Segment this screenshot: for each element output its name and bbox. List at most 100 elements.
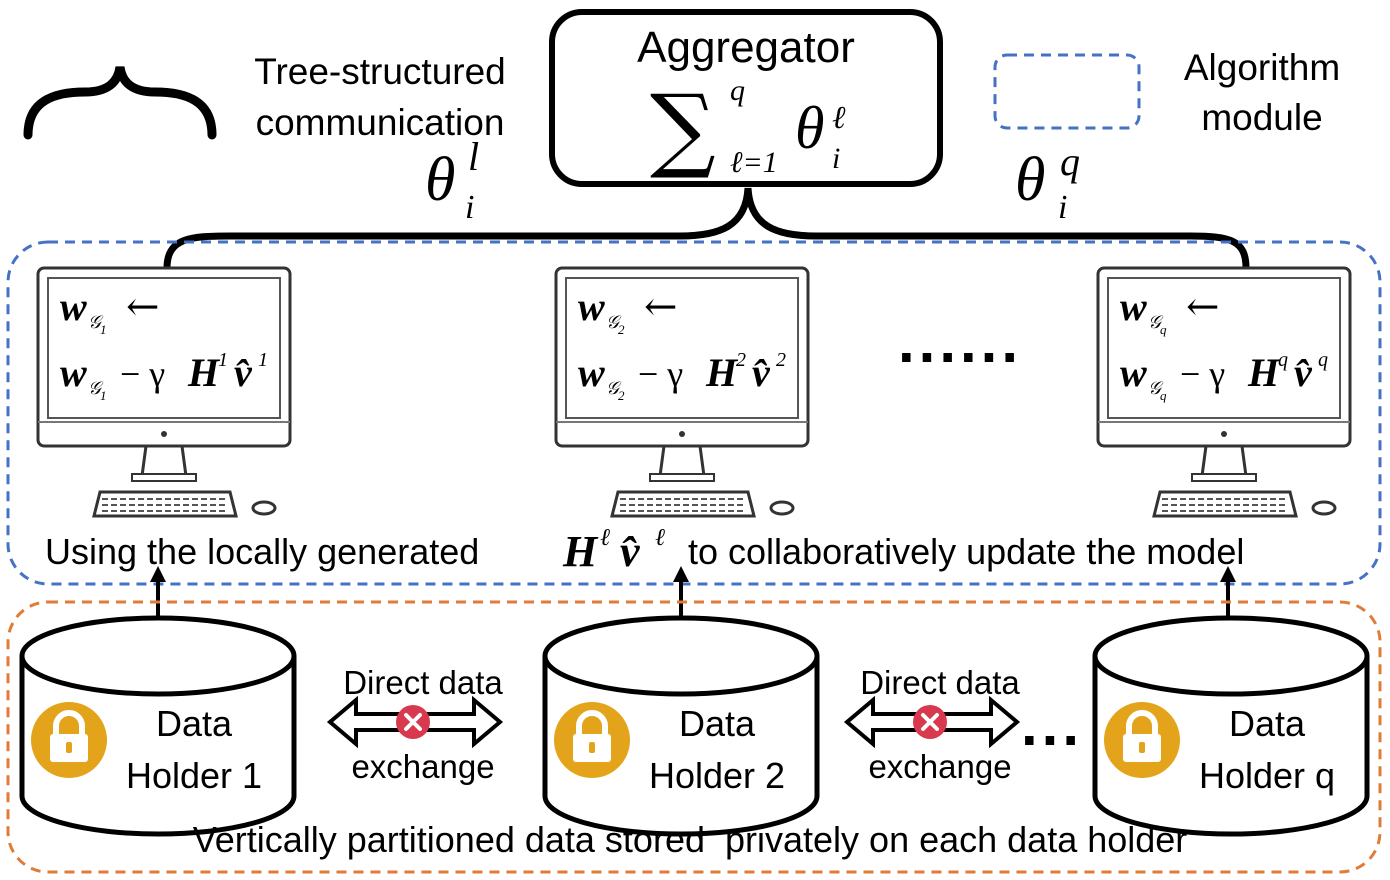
- rule-v-sup: 2: [776, 349, 786, 371]
- exchange-label-line2: exchange: [868, 748, 1011, 785]
- rule-group-index: 1: [100, 322, 107, 337]
- exchange-label-line1: Direct data: [860, 664, 1020, 701]
- cylinder-body: [1092, 656, 1370, 837]
- edge-label-right-sub: i: [1058, 189, 1067, 226]
- rule-group: 𝒢: [1148, 378, 1164, 398]
- brace-icon: [23, 66, 217, 140]
- rule-minus-gamma: − γ: [120, 354, 165, 394]
- monitor-screen: [47, 277, 281, 419]
- holder-label-line2: Holder 1: [126, 755, 262, 796]
- rule-group-index: 2: [618, 388, 625, 403]
- rule-group: 𝒢: [606, 378, 622, 398]
- cylinder-body: [19, 656, 297, 837]
- edge-label-right-theta: θ: [1015, 146, 1045, 214]
- holder-label-line2: Holder q: [1199, 755, 1335, 796]
- rule-H-sup: 1: [218, 349, 228, 371]
- holders-ellipsis: ...: [1021, 691, 1083, 758]
- aggregator-title: Aggregator: [637, 23, 855, 72]
- rule-group: 𝒢: [88, 312, 104, 332]
- keyboard-icon: [1152, 490, 1298, 518]
- rule-v-sup: 1: [258, 349, 268, 371]
- exchanges-layer: Direct data exchange Direct data exchange: [326, 664, 1020, 785]
- lock-icon: [1104, 702, 1180, 778]
- rule-w: w: [578, 284, 605, 329]
- aggregator-theta-sub: i: [832, 142, 840, 175]
- lock-icon: [31, 702, 107, 778]
- algorithm-module-container: [6, 240, 1382, 586]
- mouse-icon: [251, 500, 277, 516]
- rule-minus-gamma: − γ: [1180, 354, 1225, 394]
- edge-label-right-sup: q: [1060, 139, 1080, 184]
- rule-group: 𝒢: [1148, 312, 1164, 332]
- rule-group-index: q: [1160, 322, 1167, 337]
- rule-arrow: ←: [126, 284, 160, 330]
- tree-connector: [163, 187, 1250, 272]
- blocked-cross-icon: [913, 705, 947, 739]
- monitor-stand: [140, 444, 188, 478]
- rule-H: H: [705, 350, 739, 395]
- module-caption-before: Using the locally generated: [45, 531, 479, 572]
- power-led-icon: [161, 431, 167, 437]
- cylinder-top: [542, 615, 820, 697]
- rule-v: v̂: [234, 350, 253, 395]
- monitor-base: [649, 473, 715, 482]
- blocked-exchange-1: Direct data exchange: [326, 664, 503, 785]
- rule-H: H: [187, 350, 221, 395]
- rule-H-sup: 2: [736, 349, 746, 371]
- module-caption: Using the locally generated H ℓ v̂ ℓ to …: [45, 525, 1244, 576]
- module-caption-sup1: ℓ: [600, 525, 610, 551]
- power-led-icon: [679, 431, 685, 437]
- tree-legend-label-line2: communication: [256, 102, 505, 143]
- monitor-screen: [1107, 277, 1341, 419]
- rule-group-index: 1: [100, 388, 107, 403]
- module-legend-swatch: [993, 53, 1141, 130]
- module-caption-H: H: [562, 527, 599, 576]
- module-legend-label-line1: Algorithm: [1184, 47, 1340, 88]
- monitor-base: [1191, 473, 1257, 482]
- aggregator-theta: θ: [795, 95, 824, 161]
- holder-label-line1: Data: [679, 703, 756, 744]
- keyboard-icon: [610, 490, 756, 518]
- rule-v-sup: q: [1318, 349, 1328, 371]
- upload-arrowhead-1: [150, 566, 166, 582]
- exchange-label-line1: Direct data: [343, 664, 503, 701]
- power-led-icon: [1221, 431, 1227, 437]
- edge-label-left-sub: i: [465, 189, 474, 226]
- module-legend-label-line2: module: [1201, 97, 1322, 138]
- data-holders-container: [6, 600, 1382, 874]
- exchange-label-line2: exchange: [351, 748, 494, 785]
- rule-group: 𝒢: [88, 378, 104, 398]
- holder-label-line2: Holder 2: [649, 755, 785, 796]
- rule-H: H: [1247, 350, 1281, 395]
- rule-w: w: [60, 284, 87, 329]
- blocked-exchange-2: Direct data exchange: [843, 664, 1020, 785]
- data-caption: Vertically partitioned data stored priva…: [193, 819, 1188, 860]
- rule-w: w: [1120, 284, 1147, 329]
- computers-ellipsis: ......: [898, 308, 1022, 375]
- aggregator-sum-lower: ℓ=1: [730, 146, 778, 179]
- aggregator-sum-symbol: ∑: [650, 75, 716, 182]
- blocked-cross-icon: [396, 705, 430, 739]
- rule-group: 𝒢: [606, 312, 622, 332]
- monitor-base: [131, 473, 197, 482]
- monitor-stand: [1200, 444, 1248, 478]
- rule-v: v̂: [752, 350, 771, 395]
- edge-label-left-sup: l: [468, 134, 479, 179]
- rule-w: w: [1120, 350, 1147, 395]
- rule-w: w: [60, 350, 87, 395]
- cylinder-body: [542, 656, 820, 837]
- mouse-icon: [1311, 500, 1337, 516]
- aggregator-sum-upper: q: [730, 74, 745, 107]
- monitor-stand: [658, 444, 706, 478]
- upload-arrowhead-3: [1220, 566, 1236, 582]
